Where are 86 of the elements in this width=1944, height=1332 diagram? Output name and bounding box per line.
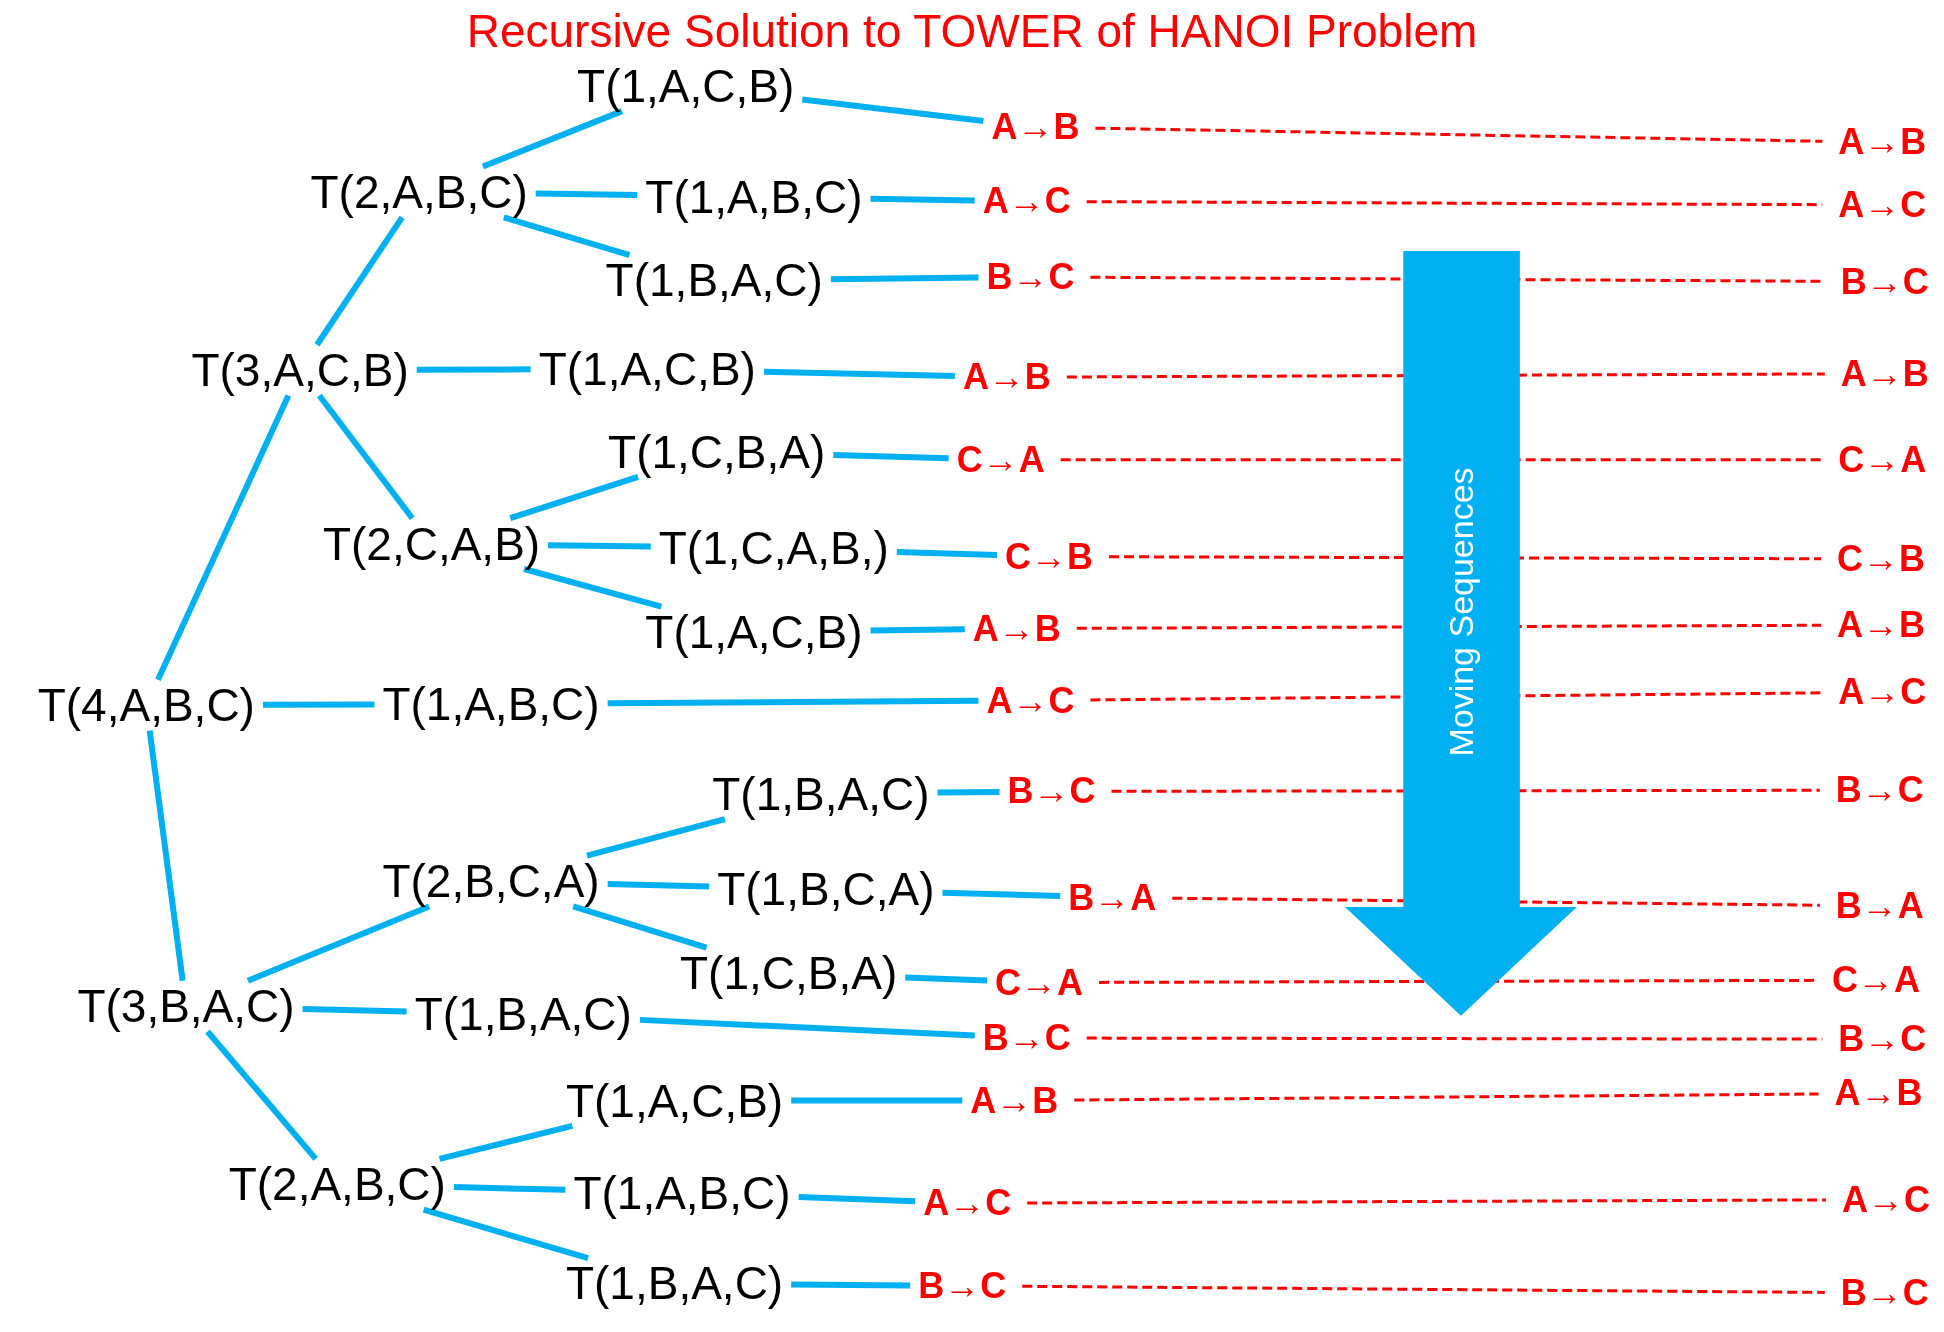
move-label: A→C xyxy=(1842,1181,1931,1218)
connector-line xyxy=(302,1006,407,1015)
function-call-text: T(2,A,B,C) xyxy=(228,1161,446,1208)
move-label: B→C xyxy=(918,1267,1007,1304)
move-label: A→B xyxy=(1840,355,1929,392)
move-label: A→C xyxy=(1838,186,1927,223)
connector-line xyxy=(607,697,979,707)
connector-line xyxy=(438,1123,573,1162)
connector-line xyxy=(535,190,638,199)
move-label: C→A xyxy=(956,441,1045,478)
connector-line xyxy=(316,393,415,520)
move-label: A→B xyxy=(972,610,1061,647)
connector-line xyxy=(870,626,965,634)
move-label: C→A xyxy=(995,964,1084,1001)
connector-line xyxy=(523,566,663,610)
function-call-text: T(1,A,C,B) xyxy=(645,609,863,656)
function-call-text: T(1,C,B,A) xyxy=(680,950,898,997)
function-call-text: T(1,C,A,B,) xyxy=(658,525,889,572)
connector-line xyxy=(481,108,624,170)
connector-line xyxy=(896,549,998,558)
connector-line xyxy=(155,394,292,682)
move-label: A→C xyxy=(923,1185,1012,1222)
move-label: A→B xyxy=(1838,124,1927,161)
function-call-text: T(2,B,C,A) xyxy=(382,858,600,905)
move-label: C→A xyxy=(1838,441,1927,478)
connector-line xyxy=(763,368,955,379)
function-call-text: T(3,B,A,C) xyxy=(77,983,295,1030)
move-label: B→C xyxy=(982,1020,1071,1056)
connector-line xyxy=(422,1206,589,1261)
function-call-text: T(3,A,C,B) xyxy=(191,347,409,394)
dashed-line xyxy=(1074,1092,1819,1102)
move-label: A→B xyxy=(991,109,1080,146)
move-label: B→C xyxy=(1840,263,1929,300)
connector-line xyxy=(416,366,531,373)
connector-line xyxy=(607,880,710,890)
connector-line xyxy=(791,1097,963,1104)
function-call-text: T(1,B,A,C) xyxy=(565,1260,784,1307)
connector-line xyxy=(798,1193,916,1205)
function-call-text: T(1,B,C,A) xyxy=(717,866,935,913)
move-label: C→B xyxy=(1837,540,1926,577)
connector-line xyxy=(246,903,431,984)
connector-line xyxy=(548,542,651,550)
connector-line xyxy=(937,788,1000,796)
move-label: B→C xyxy=(1838,1021,1927,1058)
connector-line xyxy=(572,903,708,951)
connector-line xyxy=(639,1016,975,1039)
move-label: C→A xyxy=(1832,962,1921,999)
move-label: B→A xyxy=(1835,887,1924,924)
connector-line xyxy=(802,96,984,124)
connector-line xyxy=(870,195,975,204)
move-label: B→C xyxy=(1835,772,1924,809)
move-label: A→B xyxy=(962,359,1051,396)
connector-line xyxy=(942,889,1061,900)
connector-line xyxy=(262,701,375,708)
dashed-line xyxy=(1099,978,1817,984)
move-label: A→B xyxy=(1834,1075,1923,1112)
title: Recursive Solution to TOWER of HANOI Problem xyxy=(465,4,1479,58)
move-label: B→A xyxy=(1068,879,1157,916)
connector-line xyxy=(833,451,949,462)
move-label: B→C xyxy=(1007,773,1096,810)
connector-line xyxy=(905,974,988,984)
function-call-text: T(1,A,B,C) xyxy=(382,681,600,728)
function-call-text: T(1,B,A,C) xyxy=(605,257,823,304)
move-label: A→B xyxy=(970,1082,1059,1119)
function-call-text: T(4,A,B,C) xyxy=(37,682,255,729)
dashed-line xyxy=(1022,1284,1825,1294)
dashed-line xyxy=(1027,1198,1827,1205)
connector-line xyxy=(586,816,726,859)
connector-line xyxy=(830,274,979,283)
arrow-label: Moving Sequences xyxy=(1441,467,1481,757)
move-label: B→C xyxy=(986,258,1075,295)
move-label: A→B xyxy=(1837,607,1926,643)
connector-line xyxy=(509,474,639,522)
connector-line xyxy=(205,1029,318,1161)
connector-line xyxy=(502,214,631,258)
connector-line xyxy=(453,1184,566,1193)
move-label: C→B xyxy=(1005,538,1094,575)
move-label: A→C xyxy=(1838,674,1927,711)
move-label: A→C xyxy=(982,183,1071,220)
connector-line xyxy=(314,215,405,347)
move-label: B→C xyxy=(1840,1274,1929,1311)
connector-line xyxy=(146,730,186,982)
move-label: A→C xyxy=(986,682,1075,719)
connector-line xyxy=(791,1281,911,1289)
function-call-text: T(1,B,A,C) xyxy=(414,991,632,1038)
dashed-line xyxy=(1095,126,1823,143)
